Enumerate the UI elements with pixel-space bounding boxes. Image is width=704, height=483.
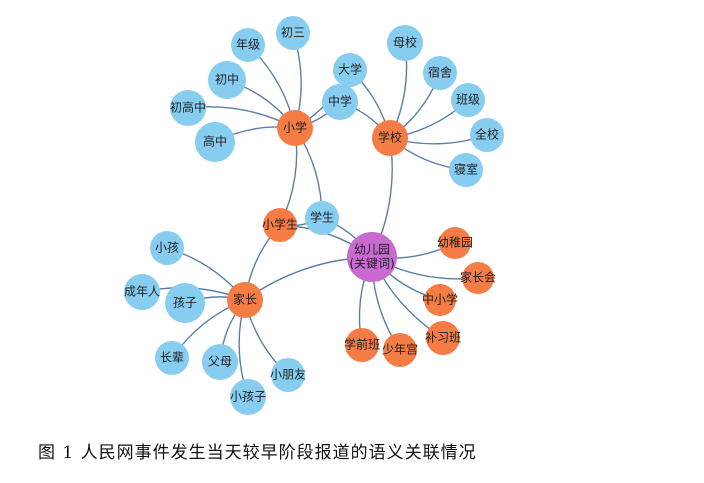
node-label-haizi: 孩子 — [173, 296, 197, 310]
node-circle-nianji — [231, 28, 265, 62]
node-circle-banji — [451, 83, 485, 117]
node-label-xiaohai: 小孩 — [155, 241, 179, 255]
node-youzhiyuan: 幼稚园 — [437, 227, 473, 259]
node-xuesheng: 学生 — [305, 201, 339, 235]
node-label-xueqianban: 学前班 — [344, 337, 380, 352]
node-circle-xiaopengyou — [271, 358, 305, 392]
node-circle-zhangbei — [155, 341, 189, 375]
node-label-fumu: 父母 — [208, 355, 232, 369]
figure-caption: 图 1 人民网事件发生当天较早阶段报道的语义关联情况 — [38, 443, 477, 463]
node-label-quanxiao: 全校 — [475, 127, 499, 142]
node-circle-quanxiao — [470, 118, 504, 152]
node-label-xiaohaizi: 小孩子 — [230, 390, 266, 404]
node-label-sushe: 宿舍 — [428, 65, 452, 80]
node-circle-haizi — [165, 283, 205, 323]
node-label-banji: 班级 — [456, 93, 480, 107]
node-label-jiazhanghui: 家长会 — [460, 270, 496, 285]
node-circle-youzhiyuan — [439, 227, 471, 259]
node-gaozhong: 高中 — [195, 122, 235, 162]
node-zhangbei: 长辈 — [155, 341, 189, 375]
node-circle-fumu — [202, 344, 238, 380]
node-label-youzhiyuan: 幼稚园 — [437, 236, 473, 250]
node-label-xiaoxuesheng: 小学生 — [262, 217, 298, 232]
node-label-xuesheng: 学生 — [310, 210, 334, 225]
node-chuzhong: 初中 — [208, 61, 246, 99]
node-haizi: 孩子 — [165, 283, 205, 323]
node-shaoniangong: 少年宫 — [382, 333, 418, 367]
node-label-qinshi: 寝室 — [454, 162, 478, 177]
node-quanxiao: 全校 — [470, 118, 504, 152]
node-zhongxue: 中学 — [322, 84, 358, 120]
node-qinshi: 寝室 — [449, 153, 483, 187]
node-circle-zhongxiaoxue — [424, 284, 456, 316]
node-jiazhang: 家长 — [227, 282, 263, 318]
node-label-daxue: 大学 — [338, 62, 362, 77]
node-label-chugaozhong: 初高中 — [170, 100, 206, 115]
node-label-keyword: 幼儿园 — [354, 243, 390, 257]
node-circle-keyword — [347, 232, 397, 282]
node-label-nianji: 年级 — [236, 38, 260, 52]
node-label-chuzhong: 初中 — [215, 72, 239, 87]
node-circle-jiazhanghui — [462, 262, 494, 294]
node-xiaohaizi: 小孩子 — [230, 379, 266, 415]
node-zhongxiaoxue: 中小学 — [422, 284, 458, 316]
node-label-zhangbei: 长辈 — [160, 351, 184, 365]
node-xiaoxuesheng: 小学生 — [262, 208, 298, 242]
node-circle-chuzhong — [208, 61, 246, 99]
node-circle-shaoniangong — [383, 333, 417, 367]
node-circle-muxiao — [387, 25, 423, 61]
node-circle-jiazhang — [227, 282, 263, 318]
node-xuexiao: 学校 — [372, 120, 408, 156]
node-chusan: 初三 — [276, 16, 310, 50]
node-label-chengnianren: 成年人 — [124, 285, 160, 299]
node-circle-chugaozhong — [170, 90, 206, 126]
node-jiazhanghui: 家长会 — [460, 262, 496, 294]
node-daxue: 大学 — [333, 53, 367, 87]
node-label-xuexiao: 学校 — [378, 130, 402, 145]
node-label-buxiban: 补习班 — [425, 331, 461, 345]
node-circle-chengnianren — [124, 274, 160, 310]
node-fumu: 父母 — [202, 344, 238, 380]
node-circle-sushe — [423, 56, 457, 90]
node-circle-qinshi — [449, 153, 483, 187]
node-circle-xueqianban — [345, 328, 379, 362]
node-buxiban: 补习班 — [425, 321, 461, 355]
node-circle-xuesheng — [305, 201, 339, 235]
node-keyword: 幼儿园(关键词) — [347, 232, 397, 282]
node-circle-xiaoxue — [277, 110, 313, 146]
node-label-zhongxiaoxue: 中小学 — [422, 292, 458, 307]
node-label-xiaopengyou: 小朋友 — [270, 368, 306, 382]
node-chugaozhong: 初高中 — [170, 90, 206, 126]
node-label-gaozhong: 高中 — [203, 134, 227, 149]
node-circle-xiaohaizi — [230, 379, 266, 415]
node-muxiao: 母校 — [387, 25, 423, 61]
node-circle-daxue — [333, 53, 367, 87]
node-banji: 班级 — [451, 83, 485, 117]
node-xiaohai: 小孩 — [150, 231, 184, 265]
node-label-chusan: 初三 — [281, 26, 305, 40]
node-circle-buxiban — [426, 321, 460, 355]
node-circle-xiaohai — [150, 231, 184, 265]
node-circle-xiaoxuesheng — [263, 208, 297, 242]
node-circle-xuexiao — [372, 120, 408, 156]
node-label-shaoniangong: 少年宫 — [382, 342, 418, 357]
node-label-muxiao: 母校 — [393, 35, 417, 50]
node-circle-chusan — [276, 16, 310, 50]
node-label-xiaoxue: 小学 — [283, 120, 307, 135]
node-label-keyword: (关键词) — [349, 257, 394, 271]
node-circle-gaozhong — [195, 122, 235, 162]
node-label-zhongxue: 中学 — [328, 94, 352, 109]
node-sushe: 宿舍 — [423, 56, 457, 90]
node-label-jiazhang: 家长 — [233, 292, 257, 307]
node-xiaopengyou: 小朋友 — [270, 358, 306, 392]
node-xueqianban: 学前班 — [344, 328, 380, 362]
node-nianji: 年级 — [231, 28, 265, 62]
node-circle-zhongxue — [322, 84, 358, 120]
node-xiaoxue: 小学 — [277, 110, 313, 146]
node-chengnianren: 成年人 — [124, 274, 160, 310]
